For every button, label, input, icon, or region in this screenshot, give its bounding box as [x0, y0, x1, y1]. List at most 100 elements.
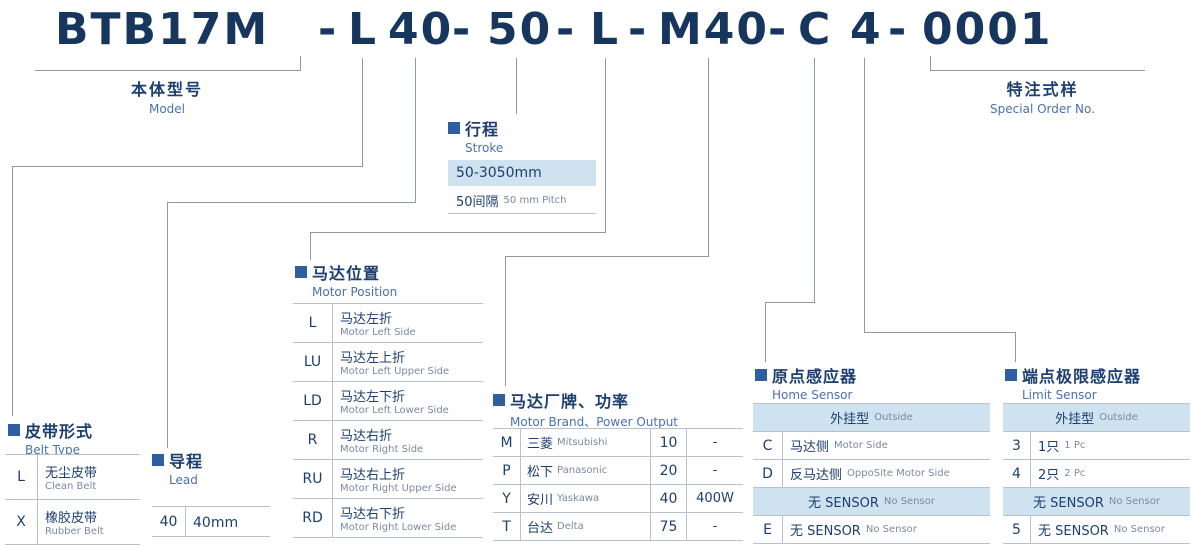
desc-zh: 马达侧 [790, 440, 830, 455]
model-segment-dash: - [556, 4, 577, 55]
brand-en: Panasonic [557, 465, 608, 476]
motor-position-title-en: Motor Position [312, 285, 398, 299]
model-segment-home-sensor: C [798, 4, 833, 55]
group-header-row: 无 SENSOR No Sensor [1003, 488, 1190, 516]
code-cell: P [493, 457, 521, 484]
model-segment-stroke: 50 [487, 4, 553, 55]
connector-lead-v1 [415, 58, 416, 202]
blue-square-icon [8, 424, 20, 436]
desc-en: OppoSite Motor Side [847, 468, 950, 479]
belt-type-section-title: 皮带形式 Belt Type [8, 418, 93, 457]
belt-type-title-en: Belt Type [25, 443, 81, 457]
special-order-label-zh: 特注式样 [1006, 80, 1079, 99]
limit-sensor-section-title: 端点极限感应器 Limit Sensor [1005, 363, 1141, 402]
connector-motorpos-h [310, 232, 606, 233]
special-order-label: 特注式样 Special Order No. [940, 76, 1145, 116]
group-header-en: No Sensor [883, 496, 935, 507]
desc-en: Motor Left Side [340, 327, 416, 338]
brand-zh: 松下 [527, 465, 554, 480]
model-segment-special-order: 0001 [922, 4, 1053, 55]
stroke-pitch-box: 50间隔 50 mm Pitch [448, 188, 596, 214]
blue-square-icon [755, 369, 767, 381]
blue-square-icon [493, 394, 505, 406]
model-label: 本体型号 Model [67, 76, 267, 116]
model-segment-dash: - [318, 4, 339, 55]
brand-en: Mitsubishi [557, 437, 608, 448]
special-order-label-en: Special Order No. [990, 102, 1095, 116]
lead-section-title: 导程 Lead [152, 448, 203, 487]
stroke-section-title: 行程 Stroke [448, 116, 503, 155]
desc-en: Rubber Belt [45, 526, 104, 537]
desc-en: Motor Right Lower Side [340, 522, 457, 533]
model-segment-motor-position: L [590, 4, 621, 55]
code-cell: T [493, 513, 521, 540]
group-header-en: Outside [1099, 412, 1138, 423]
code-cell: LD [293, 382, 333, 420]
code-cell: LU [293, 343, 333, 381]
connector-limitsensor-v2 [1015, 332, 1016, 362]
power-cell: - [712, 519, 718, 534]
desc-zh: 马达右下折 [340, 507, 406, 522]
motor-position-section-title: 马达位置 Motor Position [295, 260, 397, 299]
blue-square-icon [448, 122, 460, 134]
code-cell: Y [493, 485, 521, 512]
group-header-zh: 无 SENSOR [1033, 496, 1104, 511]
model-segment-lead: 40 [388, 4, 454, 55]
connector-model-bracket [35, 70, 301, 71]
stroke-title-en: Stroke [465, 141, 504, 155]
model-segment-dash: - [768, 4, 789, 55]
code-cell: L [293, 304, 333, 342]
desc-zh: 马达右折 [340, 429, 393, 444]
lead-title-zh: 导程 [169, 452, 204, 471]
brand-en: Delta [557, 521, 584, 532]
limit-sensor-title-zh: 端点极限感应器 [1022, 367, 1142, 386]
lead-title-en: Lead [169, 473, 198, 487]
home-sensor-title-zh: 原点感应器 [772, 367, 858, 386]
group-header-zh: 外挂型 [830, 412, 870, 427]
group-header-row: 无 SENSOR No Sensor [753, 488, 990, 516]
stroke-title-zh: 行程 [465, 120, 500, 139]
stroke-pitch-en: 50 mm Pitch [503, 195, 567, 206]
model-segment-limit-sensor: 4 [850, 4, 883, 55]
connector-limitsensor-v1 [864, 58, 865, 332]
code-cell: 3 [1003, 432, 1031, 459]
connector-belt-h [12, 166, 363, 167]
desc-zh: 马达左折 [340, 312, 393, 327]
group-header-zh: 无 SENSOR [808, 496, 879, 511]
code-cell: 4 [1003, 460, 1031, 487]
motor-brand-title-zh: 马达厂牌、功率 [510, 392, 630, 411]
desc-en: No Sensor [865, 524, 917, 535]
code-cell: RD [293, 499, 333, 537]
connector-model-tick [300, 56, 301, 70]
connector-stroke-v [516, 58, 517, 114]
connector-belt-v1 [362, 58, 363, 166]
stroke-pitch-zh: 50间隔 [456, 195, 499, 210]
connector-motorbrand-v1 [708, 58, 709, 256]
code-cell: D [753, 460, 783, 487]
connector-homesensor-v2 [765, 302, 766, 362]
motor-brand-section-title: 马达厂牌、功率 Motor Brand、Power Output [493, 388, 678, 430]
brand-en: Yaskawa [557, 493, 600, 504]
code-cell: 40 [152, 507, 186, 536]
code-cell: R [293, 421, 333, 459]
code-cell: RU [293, 460, 333, 498]
model-segment-dash: - [888, 4, 909, 55]
connector-special-tick [930, 56, 931, 70]
